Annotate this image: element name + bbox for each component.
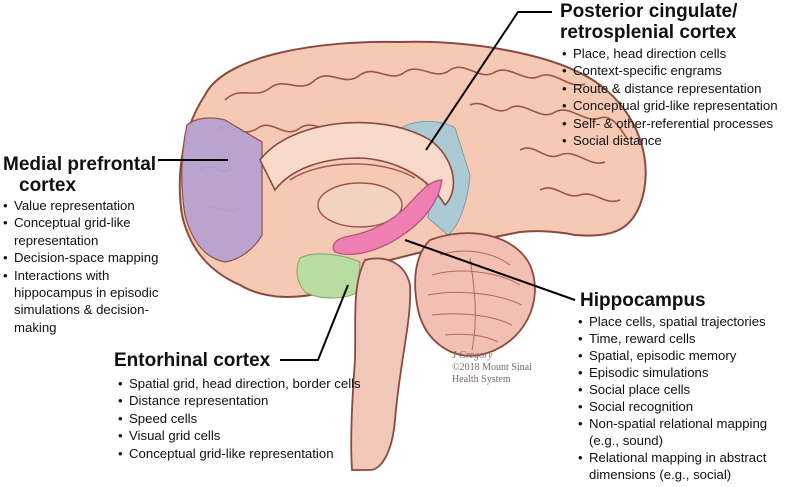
list-item: Value representation <box>3 197 181 215</box>
medial-prefrontal-list: Value representation Conceptual grid-lik… <box>3 197 181 336</box>
list-item: Decision-space mapping <box>3 249 181 267</box>
posterior-cingulate-title-line-1: Posterior cingulate/ <box>560 1 738 22</box>
posterior-cingulate-title: Posterior cingulate/ retrosplenial corte… <box>560 1 737 43</box>
hippocampus-leader <box>404 239 576 301</box>
list-item: Non-spatial relational mapping (e.g., so… <box>578 415 796 449</box>
list-item: Self- & other-referential processes <box>562 115 798 133</box>
list-item: Relational mapping in abstract dimension… <box>578 449 796 483</box>
entorhinal-list: Spatial grid, head direction, border cel… <box>118 375 380 462</box>
hippocampus-region <box>332 179 443 255</box>
hippocampus-title: Hippocampus <box>580 290 706 311</box>
medial-prefrontal-title: Medial prefrontal cortex <box>3 154 156 196</box>
illustration-credit: J Gregory ©2018 Mount Sinai Health Syste… <box>452 350 532 386</box>
credit-copyright: ©2018 Mount Sinai <box>452 362 532 373</box>
list-item: Visual grid cells <box>118 427 380 445</box>
list-item: Time, reward cells <box>578 330 796 347</box>
list-item: Social recognition <box>578 398 796 415</box>
entorhinal-leader <box>280 284 349 361</box>
list-item: Place cells, spatial trajectories <box>578 313 796 330</box>
list-item: Distance representation <box>118 392 380 410</box>
list-item: Episodic simulations <box>578 364 796 381</box>
entorhinal-title-line-1: Entorhinal cortex <box>114 350 271 371</box>
thalamus <box>317 182 403 228</box>
list-item: Route & distance representation <box>562 80 798 98</box>
list-item: Spatial grid, head direction, border cel… <box>118 375 380 393</box>
medial-prefrontal-title-line-2: cortex <box>19 175 77 196</box>
leader-lines <box>158 11 576 361</box>
list-item: Speed cells <box>118 410 380 428</box>
medial-prefrontal-title-line-1: Medial prefrontal <box>3 154 157 175</box>
posterior-cingulate-list: Place, head direction cells Context-spec… <box>562 45 798 150</box>
list-item: Spatial, episodic memory <box>578 347 796 364</box>
entorhinal-title: Entorhinal cortex <box>114 350 270 371</box>
hippocampus-title-line-1: Hippocampus <box>580 290 706 311</box>
cerebellum-folia <box>427 250 523 351</box>
list-item: Conceptual grid-like representation <box>562 97 798 115</box>
list-item: Social place cells <box>578 381 796 398</box>
corpus-callosum <box>259 121 455 207</box>
list-item: Conceptual grid-like representation <box>118 445 380 463</box>
medial-prefrontal-region <box>181 117 263 263</box>
list-item: Interactions with hippocampus in episodi… <box>3 267 181 337</box>
list-item: Social distance <box>562 132 798 150</box>
entorhinal-region <box>296 253 361 299</box>
credit-artist: J Gregory <box>452 350 493 361</box>
hippocampus-list: Place cells, spatial trajectories Time, … <box>578 313 796 483</box>
credit-org: Health System <box>452 374 511 385</box>
list-item: Context-specific engrams <box>562 62 798 80</box>
posterior-cingulate-title-line-2: retrosplenial cortex <box>560 22 737 43</box>
posterior-cingulate-leader <box>425 11 552 151</box>
list-item: Conceptual grid-like representation <box>3 214 181 249</box>
list-item: Place, head direction cells <box>562 45 798 63</box>
